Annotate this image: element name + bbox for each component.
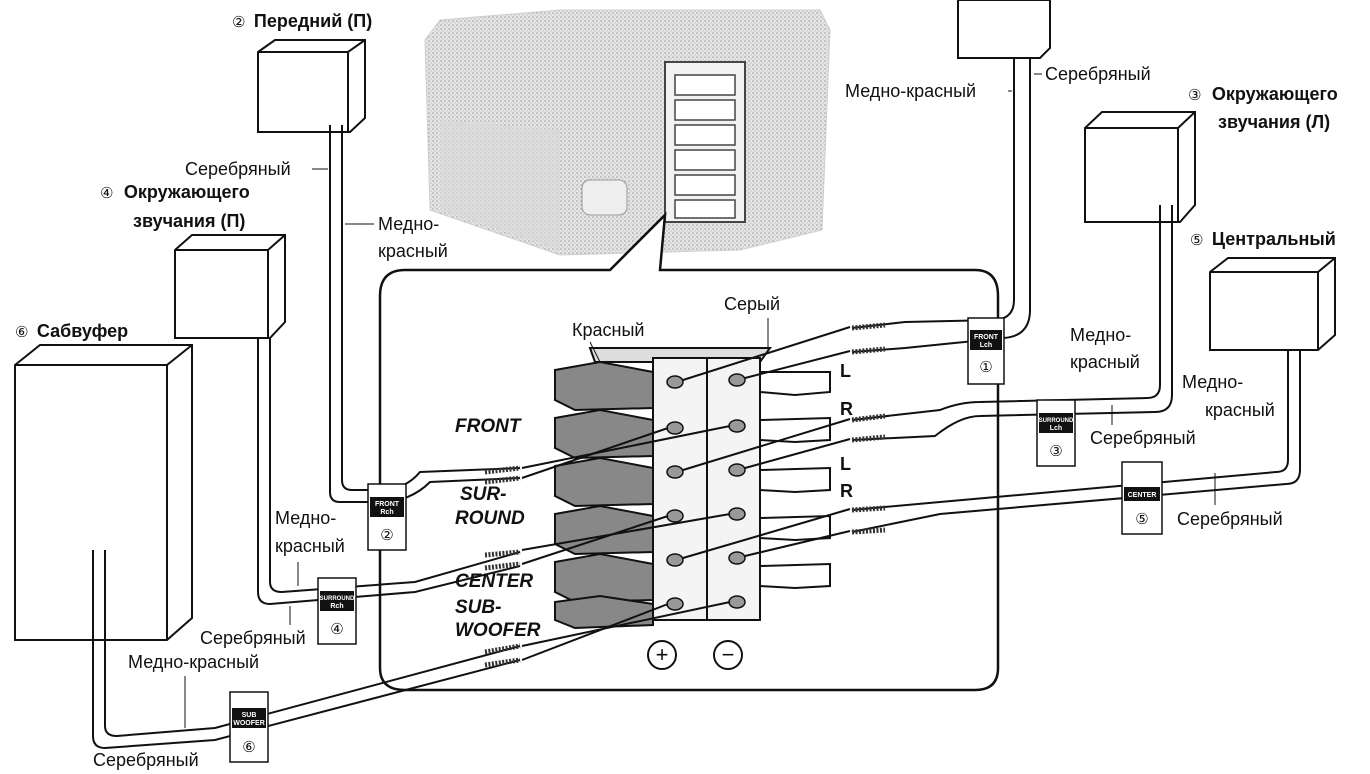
- front-label: FRONT: [455, 416, 522, 437]
- tag-surround-r: SURROUND Rch ④: [317, 577, 357, 645]
- speaker-subwoofer-label: ⑥ Сабвуфер: [15, 321, 128, 341]
- svg-text:Медно-: Медно-: [1070, 325, 1131, 345]
- connection-arrows: [521, 326, 851, 661]
- svg-text:Серебряный: Серебряный: [1177, 509, 1283, 529]
- surround-label-1: SUR-: [460, 484, 506, 505]
- minus-symbol: −: [713, 640, 743, 670]
- svg-text:Серебряный: Серебряный: [1045, 64, 1151, 84]
- ac-inlet-icon: [581, 179, 628, 216]
- speaker-front-l-box: [957, 0, 1051, 59]
- red-label: Красный: [572, 320, 644, 340]
- svg-text:Медно-красный: Медно-красный: [128, 652, 259, 672]
- plus-symbol: +: [647, 640, 677, 670]
- gray-label: Серый: [724, 294, 780, 314]
- svg-text:R: R: [840, 481, 853, 501]
- sub-label-2: WOOFER: [455, 620, 541, 641]
- svg-text:красный: красный: [1205, 400, 1275, 420]
- svg-text:Rch: Rch: [330, 603, 343, 610]
- svg-text:Lch: Lch: [980, 342, 992, 349]
- svg-text:R: R: [840, 399, 853, 419]
- speaker-surround-l-label-1: ③ Окружающего: [1188, 84, 1338, 104]
- svg-text:L: L: [840, 454, 851, 474]
- speaker-surround-r-label-2: звучания (П): [133, 211, 245, 231]
- speaker-surround-l-box: [1084, 111, 1196, 223]
- subwoofer-box: [14, 344, 193, 641]
- sub-label-1: SUB-: [455, 597, 501, 618]
- tag-surround-l: SURROUND Lch ③: [1036, 399, 1076, 467]
- svg-text:FRONT: FRONT: [375, 501, 400, 508]
- svg-text:⑥: ⑥: [242, 738, 255, 756]
- rear-terminal-block: [664, 61, 746, 223]
- svg-text:⑤: ⑤: [1135, 510, 1148, 528]
- speaker-surround-r-label-1: ④ Окружающего: [100, 182, 250, 202]
- gray-clips: [759, 371, 831, 590]
- svg-text:L: L: [840, 361, 851, 381]
- svg-text:Rch: Rch: [380, 509, 393, 516]
- svg-text:Серебряный: Серебряный: [185, 159, 291, 179]
- terminal-holes: [666, 373, 746, 611]
- svg-text:Серебряный: Серебряный: [93, 750, 199, 770]
- svg-text:②: ②: [380, 526, 393, 544]
- svg-text:Серебряный: Серебряный: [200, 628, 306, 648]
- terminal-labels: Красный Серый FRONT SUR- ROUND CENTER SU…: [455, 294, 853, 641]
- svg-text:Медно-: Медно-: [1182, 372, 1243, 392]
- surround-label-2: ROUND: [455, 508, 525, 529]
- svg-text:CENTER: CENTER: [1128, 492, 1157, 499]
- tag-front-r: FRONT Rch ②: [367, 483, 407, 551]
- svg-text:красный: красный: [378, 241, 448, 261]
- terminal-block: + −: [554, 347, 831, 670]
- svg-text:Lch: Lch: [1050, 425, 1062, 432]
- center-label: CENTER: [455, 571, 533, 592]
- svg-text:③: ③: [1049, 442, 1062, 460]
- svg-text:−: −: [722, 642, 735, 667]
- speaker-surround-l-label-2: звучания (Л): [1218, 112, 1330, 132]
- svg-text:SUB: SUB: [242, 712, 257, 719]
- wire-tips: [484, 322, 886, 668]
- svg-text:FRONT: FRONT: [974, 334, 999, 341]
- red-clips: [554, 360, 654, 630]
- speaker-surround-r-box: [174, 234, 286, 339]
- speaker-center-box: [1209, 257, 1336, 351]
- svg-text:красный: красный: [275, 536, 345, 556]
- svg-text:Серебряный: Серебряный: [1090, 428, 1196, 448]
- speaker-front-r-label: ② Передний (П): [232, 11, 372, 31]
- speaker-center-label: ⑤ Центральный: [1190, 229, 1336, 249]
- svg-text:+: +: [656, 642, 669, 667]
- tag-front-l: FRONT Lch ①: [967, 317, 1005, 385]
- wire-labels: Медно-красный Серебряный Серебряный Медн…: [93, 64, 1283, 770]
- svg-text:WOOFER: WOOFER: [233, 720, 265, 727]
- tag-center: CENTER ⑤: [1121, 461, 1163, 535]
- svg-text:Медно-: Медно-: [378, 214, 439, 234]
- svg-text:④: ④: [330, 620, 343, 638]
- rear-panel-illustration: [424, 9, 831, 256]
- svg-text:Медно-красный: Медно-красный: [845, 81, 976, 101]
- svg-text:SURROUND: SURROUND: [320, 596, 355, 602]
- speaker-front-r-box: [257, 39, 366, 133]
- tag-subwoofer: SUB WOOFER ⑥: [229, 691, 269, 763]
- svg-text:①: ①: [979, 358, 992, 376]
- svg-text:красный: красный: [1070, 352, 1140, 372]
- svg-text:SURROUND: SURROUND: [1039, 418, 1074, 424]
- svg-text:Медно-: Медно-: [275, 508, 336, 528]
